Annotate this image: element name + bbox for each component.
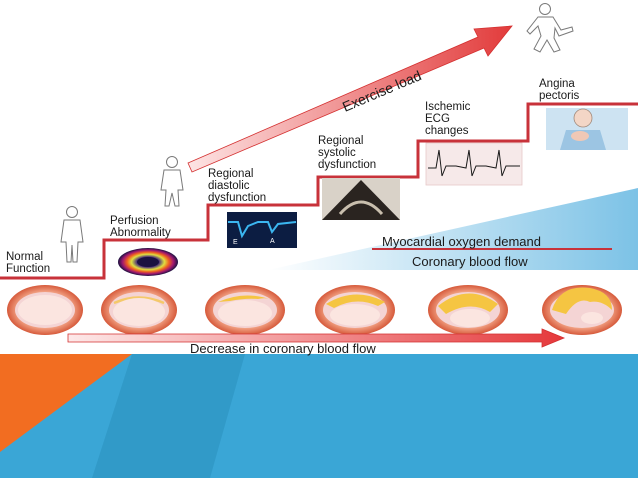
- orange-corner: [0, 354, 132, 452]
- vessel-2: [101, 285, 177, 335]
- stage-label-normal: Normal Function: [6, 251, 51, 275]
- angina-patient-icon: [546, 108, 628, 150]
- stage-label-perfusion: Perfusion Abnormality: [110, 215, 171, 239]
- exercise-load-label: Exercise load: [340, 67, 424, 115]
- coronary-decrease-label: Decrease in coronary blood flow: [190, 341, 376, 356]
- banner-shadow: [92, 354, 245, 478]
- echocardiogram-image: [322, 180, 400, 220]
- person-walking-icon: [160, 156, 184, 207]
- demand-label: Myocardial oxygen demand: [382, 234, 541, 249]
- echo-doppler-trace: [228, 221, 297, 239]
- perfusion-scan-center: [137, 257, 159, 267]
- echocardiogram-wall: [338, 200, 384, 216]
- echo-doppler-image: [227, 212, 297, 248]
- supply-label: Coronary blood flow: [412, 254, 528, 269]
- vessel-6: [542, 285, 622, 335]
- ischemic-cascade-staircase: [0, 102, 638, 280]
- vessel-1: [7, 285, 83, 335]
- echo-a-label: A: [270, 238, 275, 245]
- ecg-trace: [428, 149, 520, 177]
- ecg-strip: [425, 142, 523, 186]
- person-running-icon: [526, 3, 574, 53]
- stage-label-systolic: Regional systolic dysfunction: [318, 135, 377, 171]
- stage-label-diastolic: Regional diastolic dysfunction: [208, 168, 267, 204]
- exercise-load-arrow: [187, 25, 513, 173]
- echo-e-label: E: [233, 239, 238, 246]
- vessel-5: [428, 285, 508, 335]
- vessel-3: [205, 285, 285, 335]
- coronary-decrease-arrow: [67, 328, 566, 348]
- person-standing-icon: [60, 206, 84, 263]
- stage-label-ecg: Ischemic ECG changes: [425, 101, 471, 137]
- stage-label-angina: Angina pectoris: [539, 78, 580, 102]
- vessel-4: [315, 285, 395, 335]
